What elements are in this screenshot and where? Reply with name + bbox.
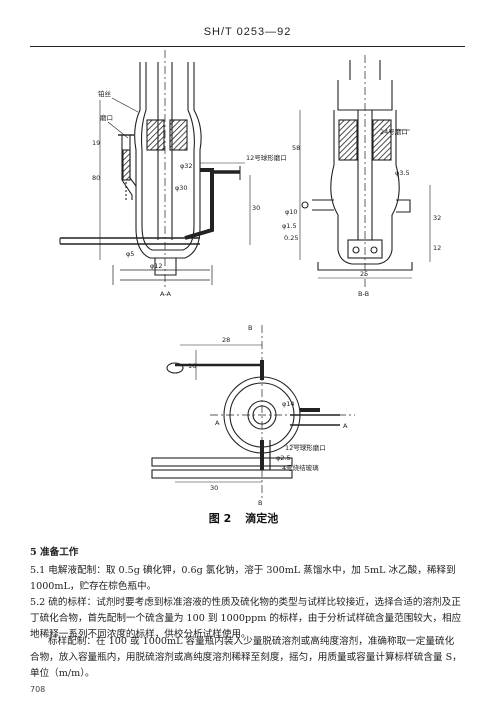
section-view-aa [59, 50, 251, 290]
plan-dim-h: 16 [188, 362, 196, 370]
plan-a-left: A [215, 419, 220, 427]
left-dim-bottom: φ12 [150, 262, 163, 270]
figure-title: 滴定池 [245, 512, 279, 525]
paragraph-standard-prep: 标样配制：在 100 或 1000mL 容量瓶内装入少量脱硫溶剂或高纯度溶剂，准… [30, 636, 462, 679]
paragraph-5-1: 5.1 电解液配制：取 0.5g 碘化钾，0.6g 氯化钠，溶于 300mL 蒸… [30, 565, 456, 592]
left-view-label: A-A [160, 290, 172, 298]
left-dim-h2: 30 [252, 204, 260, 212]
right-dim-h3: 12 [433, 244, 441, 252]
figure-caption: 图 2 滴定池 [0, 510, 487, 526]
right-ground-port-label: 24号磨口 [380, 127, 408, 136]
left-fill-port-label: 磨口 [100, 113, 113, 122]
right-dim-h2: 32 [433, 214, 441, 222]
right-dim-d3: φ1.5 [282, 222, 297, 230]
plan-ball-joint-label: 12号球形磨口 [285, 443, 326, 452]
plan-dim-r: φ14 [282, 400, 295, 408]
right-view-label: B-B [358, 290, 369, 298]
left-dim-h1: 80 [92, 174, 100, 182]
plan-b-bottom: B [258, 499, 262, 507]
plan-dim-w1: 28 [222, 336, 230, 344]
plan-view [151, 325, 355, 500]
section-view-bb [299, 55, 431, 290]
paragraph-5-2: 5.2 硫的标样：试剂时要考虑到标准溶液的性质及硫化物的类型与试样比较接近，选择… [30, 597, 462, 640]
plan-a-right: A [343, 422, 348, 430]
page-number: 708 [30, 685, 46, 694]
left-jacket-port-label: 12号球形磨口 [246, 153, 287, 162]
plan-sintered-label: 4号烧结玻璃 [282, 463, 319, 472]
page-header: SH/T 0253—92 [30, 22, 465, 47]
plan-dim-w2: 30 [210, 484, 218, 492]
right-dim-h1: 58 [292, 144, 300, 152]
left-electrode-label: 铂丝 [98, 89, 112, 98]
right-dim-bottom: 25 [360, 270, 368, 278]
plan-dim-small: φ2.5 [276, 454, 291, 462]
plan-b-top: B [248, 324, 252, 332]
right-dim-d1: φ3.5 [395, 169, 410, 177]
section-title: 5 准备工作 [30, 547, 79, 558]
left-dim-h3: 19 [92, 139, 100, 147]
left-dim-d2: φ30 [175, 184, 188, 192]
figure-number: 图 2 [208, 512, 232, 525]
left-dim-d3: φ5 [126, 250, 134, 258]
right-dim-d2: φ10 [285, 208, 298, 216]
left-dim-d1: φ32 [180, 162, 193, 170]
right-dim-slope: 0.25 [284, 234, 298, 242]
standard-code: SH/T 0253—92 [203, 26, 292, 38]
